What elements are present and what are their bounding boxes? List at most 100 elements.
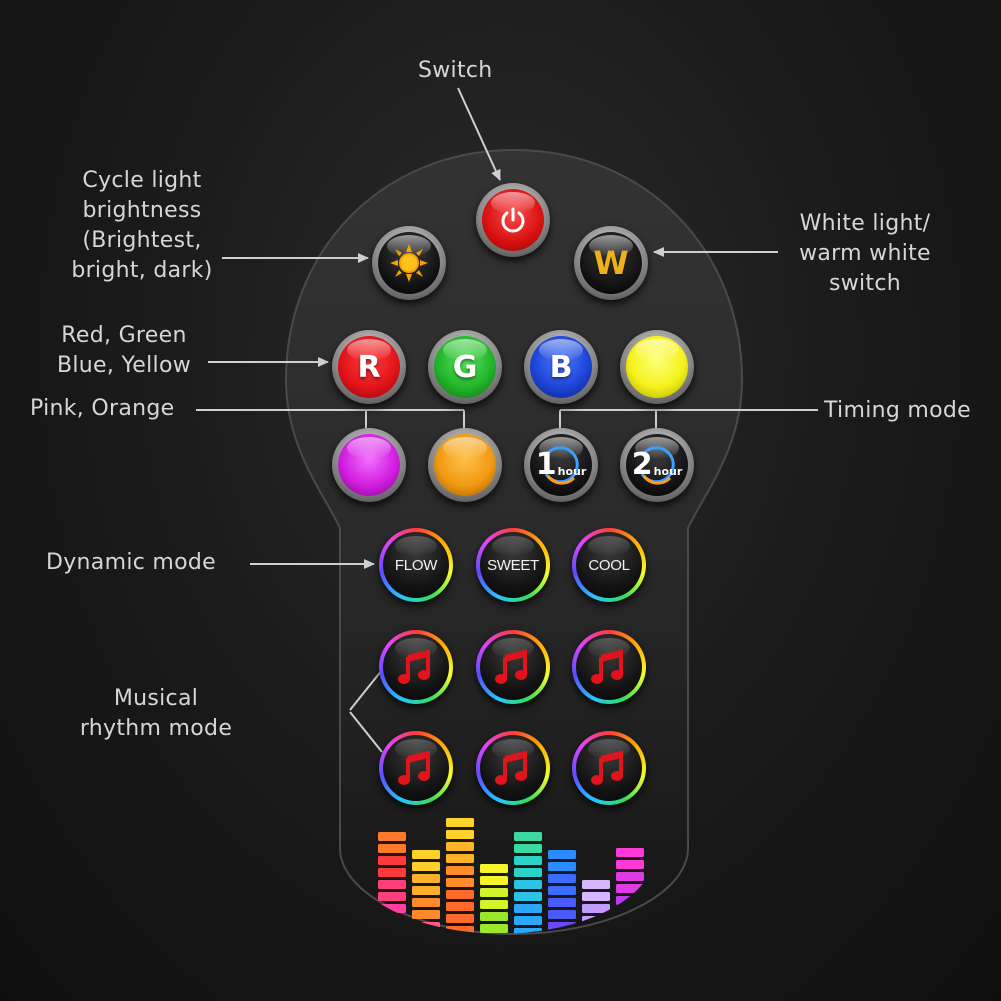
music-button-face bbox=[383, 634, 449, 700]
green-button[interactable]: G bbox=[428, 330, 502, 404]
equalizer-segment bbox=[378, 928, 406, 934]
blue-letter: B bbox=[549, 349, 573, 385]
music-button-5[interactable] bbox=[476, 731, 550, 805]
orange-button[interactable] bbox=[428, 428, 502, 502]
equalizer-segment bbox=[446, 830, 474, 839]
timer-2h-face: 2 hour bbox=[626, 434, 688, 496]
equalizer-segment bbox=[480, 924, 508, 933]
music-note-icon bbox=[591, 750, 623, 785]
green-letter: G bbox=[452, 349, 478, 385]
equalizer-segment bbox=[378, 844, 406, 853]
equalizer-segment bbox=[480, 912, 508, 921]
power-button-face bbox=[482, 189, 544, 251]
equalizer-segment bbox=[446, 890, 474, 899]
equalizer-segment bbox=[582, 892, 610, 901]
label-cycle-brightness: Cycle light brightness (Brightest, brigh… bbox=[52, 166, 232, 286]
brightness-button-face bbox=[378, 232, 440, 294]
sun-icon bbox=[390, 244, 428, 282]
equalizer-segment bbox=[378, 868, 406, 877]
timer-1h-number: 1 bbox=[535, 447, 557, 482]
equalizer-segment bbox=[480, 888, 508, 897]
pink-button[interactable] bbox=[332, 428, 406, 502]
equalizer-segment bbox=[514, 832, 542, 841]
equalizer-segment bbox=[480, 900, 508, 909]
equalizer-segment bbox=[446, 926, 474, 934]
label-cycle-line4: bright, dark) bbox=[71, 258, 213, 283]
equalizer-segment bbox=[514, 892, 542, 901]
equalizer-segment bbox=[446, 914, 474, 923]
equalizer-segment bbox=[582, 904, 610, 913]
red-button[interactable]: R bbox=[332, 330, 406, 404]
equalizer-segment bbox=[548, 922, 576, 931]
sweet-label: SWEET bbox=[487, 556, 539, 574]
equalizer-segment bbox=[616, 884, 644, 893]
equalizer-segment bbox=[378, 916, 406, 925]
equalizer-segment bbox=[480, 864, 508, 873]
label-music-line1: Musical bbox=[113, 686, 199, 711]
music-button-face bbox=[576, 735, 642, 801]
cool-button-face: COOL bbox=[576, 532, 642, 598]
power-button[interactable] bbox=[476, 183, 550, 257]
music-button-face bbox=[480, 634, 546, 700]
equalizer-segment bbox=[582, 916, 610, 925]
music-button-face bbox=[480, 735, 546, 801]
label-music: Musical rhythm mode bbox=[64, 684, 248, 744]
label-white-line3: switch bbox=[828, 271, 902, 296]
flow-button-face: FLOW bbox=[383, 532, 449, 598]
equalizer-segment bbox=[412, 922, 440, 931]
brightness-button[interactable] bbox=[372, 226, 446, 300]
timer-1h-button[interactable]: 1 hour bbox=[524, 428, 598, 502]
equalizer-segment bbox=[446, 842, 474, 851]
clock-arrow-icon bbox=[640, 446, 675, 485]
music-button-4[interactable] bbox=[379, 731, 453, 805]
equalizer-segment bbox=[582, 928, 610, 934]
equalizer-segment bbox=[446, 938, 474, 947]
music-note-icon bbox=[398, 750, 430, 785]
red-letter: R bbox=[357, 349, 381, 385]
sweet-button[interactable]: SWEET bbox=[476, 528, 550, 602]
label-white-switch: White light/ warm white switch bbox=[782, 209, 948, 299]
equalizer-segment bbox=[616, 860, 644, 869]
label-cycle-line1: Cycle light bbox=[82, 168, 202, 193]
equalizer-segment bbox=[616, 920, 644, 929]
power-icon bbox=[501, 207, 525, 233]
label-switch: Switch bbox=[418, 58, 493, 83]
music-button-6[interactable] bbox=[572, 731, 646, 805]
orange-button-face bbox=[434, 434, 496, 496]
label-white-line1: White light/ bbox=[799, 211, 931, 236]
equalizer-segment bbox=[548, 886, 576, 895]
equalizer-segment bbox=[480, 876, 508, 885]
timer-2h-unit: hour bbox=[653, 465, 683, 478]
label-rgby-line2: Blue, Yellow bbox=[57, 353, 191, 378]
music-button-2[interactable] bbox=[476, 630, 550, 704]
equalizer-segment bbox=[514, 844, 542, 853]
equalizer-segment bbox=[378, 832, 406, 841]
equalizer-segment bbox=[548, 862, 576, 871]
label-pink-orange: Pink, Orange bbox=[30, 396, 175, 421]
timer-2h-button[interactable]: 2 hour bbox=[620, 428, 694, 502]
cool-button[interactable]: COOL bbox=[572, 528, 646, 602]
blue-button[interactable]: B bbox=[524, 330, 598, 404]
clock-arrow-icon bbox=[544, 446, 579, 485]
equalizer-segment bbox=[378, 856, 406, 865]
blue-button-face: B bbox=[530, 336, 592, 398]
white-light-button[interactable]: W bbox=[574, 226, 648, 300]
equalizer-segment bbox=[412, 910, 440, 919]
pink-button-face bbox=[338, 434, 400, 496]
flow-button[interactable]: FLOW bbox=[379, 528, 453, 602]
equalizer-segment bbox=[412, 874, 440, 883]
music-button-1[interactable] bbox=[379, 630, 453, 704]
label-timing: Timing mode bbox=[824, 398, 972, 423]
equalizer-bars bbox=[378, 818, 644, 947]
equalizer-segment bbox=[548, 850, 576, 859]
equalizer-segment bbox=[582, 880, 610, 889]
equalizer-segment bbox=[616, 932, 644, 934]
music-button-3[interactable] bbox=[572, 630, 646, 704]
yellow-button[interactable] bbox=[620, 330, 694, 404]
equalizer-segment bbox=[412, 850, 440, 859]
timer-1h-label: 1 hour bbox=[536, 450, 587, 480]
equalizer-segment bbox=[616, 848, 644, 857]
label-music-line2: rhythm mode bbox=[79, 716, 233, 741]
label-white-line2: warm white bbox=[799, 241, 931, 266]
